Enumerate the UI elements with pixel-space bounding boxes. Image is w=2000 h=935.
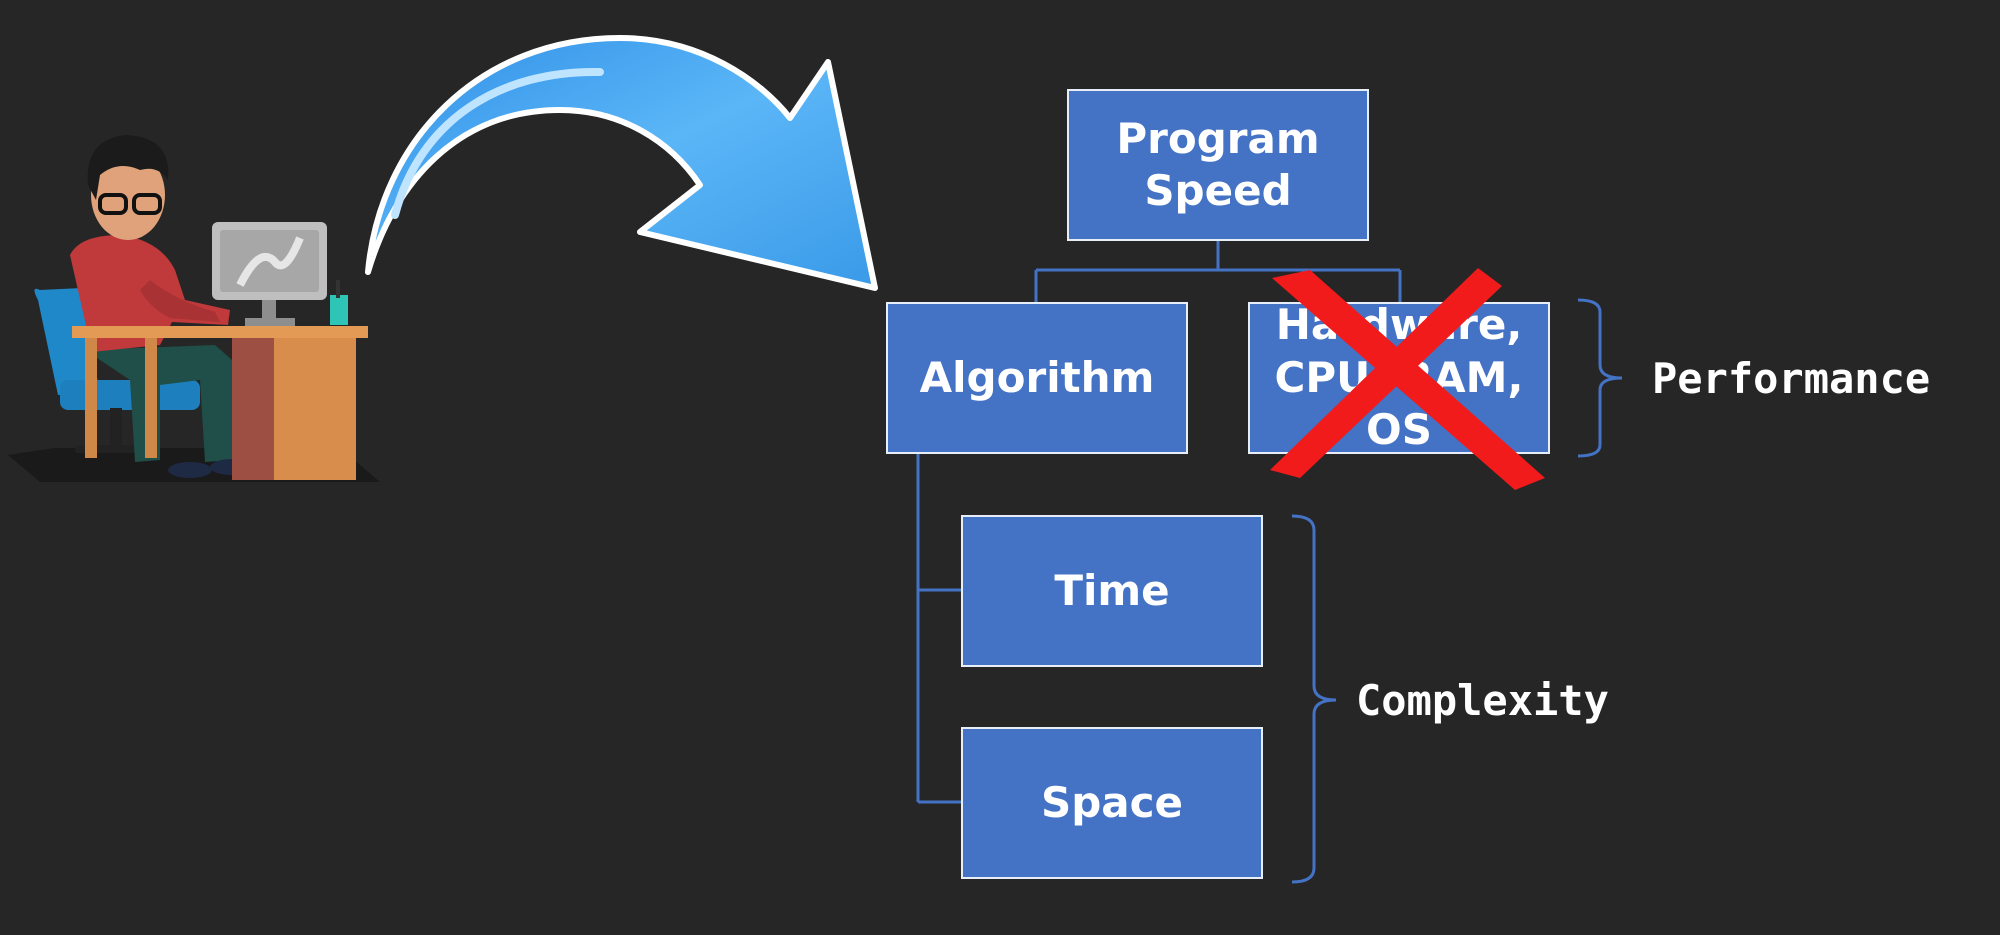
shoe-left bbox=[168, 462, 212, 478]
program-speed-box: Program Speed bbox=[1067, 89, 1369, 241]
time-box: Time bbox=[961, 515, 1263, 667]
monitor-reflection bbox=[236, 236, 304, 287]
person-legs bbox=[85, 345, 232, 462]
chair-post bbox=[110, 408, 122, 450]
desk-cabinet bbox=[272, 338, 356, 480]
person-head bbox=[91, 150, 165, 240]
arrow-highlight bbox=[391, 67, 604, 219]
desk-top bbox=[72, 326, 368, 338]
performance-bracket bbox=[1577, 298, 1623, 458]
complexity-bracket bbox=[1291, 514, 1337, 884]
desk-leg bbox=[85, 338, 97, 458]
person-hair bbox=[87, 135, 169, 200]
programmer-illustration bbox=[8, 135, 380, 482]
monitor-stand bbox=[262, 300, 276, 320]
arrow-body bbox=[365, 35, 878, 291]
person-arm bbox=[140, 280, 220, 322]
glasses-left bbox=[98, 193, 128, 215]
cup-straw bbox=[336, 280, 340, 298]
desk-panel bbox=[232, 338, 274, 480]
cross-stroke-1 bbox=[1272, 270, 1545, 490]
cup bbox=[330, 295, 348, 325]
complexity-label: Complexity bbox=[1356, 676, 1609, 725]
glasses-right bbox=[132, 193, 162, 215]
algorithm-box: Algorithm bbox=[886, 302, 1188, 454]
desk-leg bbox=[145, 338, 157, 458]
performance-label: Performance bbox=[1652, 354, 1931, 403]
space-box: Space bbox=[961, 727, 1263, 879]
monitor-base bbox=[245, 318, 295, 326]
cross-stroke-2 bbox=[1270, 268, 1502, 478]
hardware-box: Hardware, CPU, RAM, OS bbox=[1248, 300, 1550, 454]
